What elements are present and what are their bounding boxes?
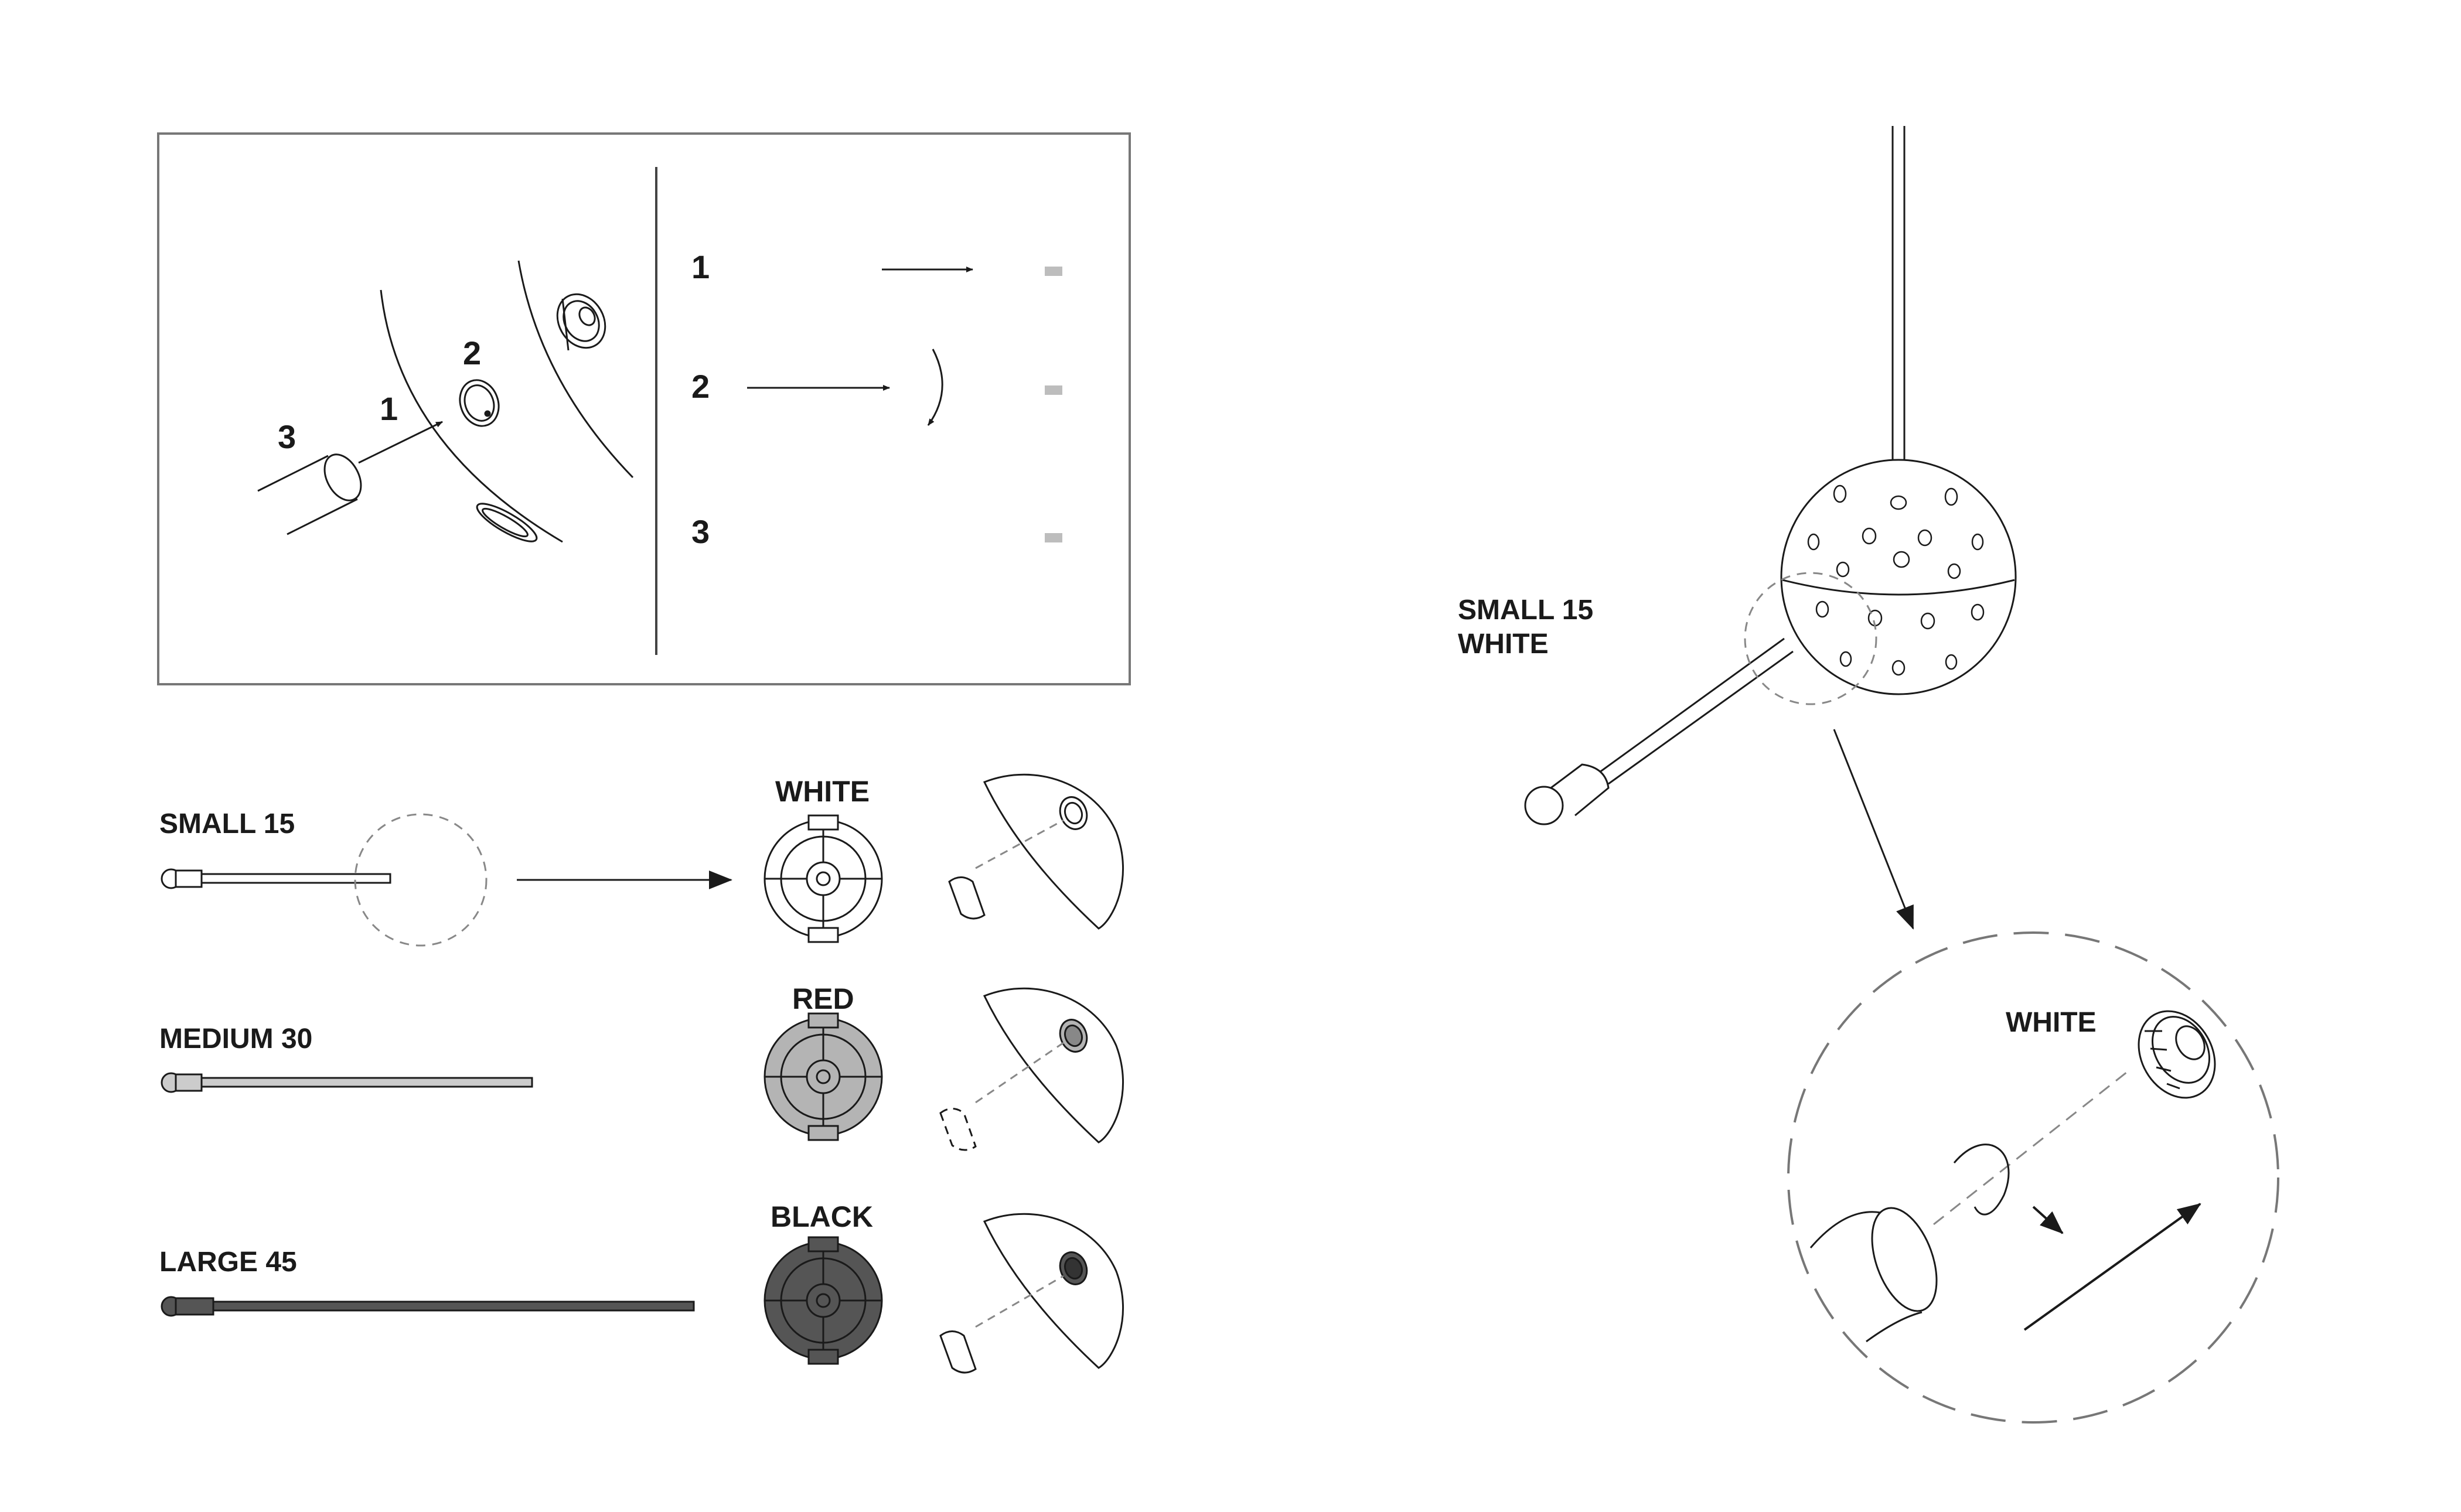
assembly-rod-size-label: SMALL 15: [1458, 595, 1594, 626]
inset-steps: [747, 267, 1062, 542]
socket-top: [556, 293, 606, 351]
inserted-rod-bottom: [1608, 650, 1794, 785]
insertion-detail-circle: [1744, 572, 1877, 705]
half-sphere-white: [948, 773, 1124, 930]
pendant-assembly: [1524, 126, 2017, 825]
step2-rotate-arrow: [927, 349, 943, 426]
rod-tip-ball: [1524, 786, 1564, 825]
rod-small-label: SMALL 15: [159, 808, 295, 839]
zoom-cap: [2138, 1010, 2216, 1099]
assembly-rod-color-label: WHITE: [1458, 629, 1549, 660]
zoom-rotate-arc: [1953, 1144, 2010, 1216]
inset-sphere-illustration: [257, 260, 634, 543]
cap-black-front: [763, 1236, 883, 1365]
zoom-detail-circle: [1787, 931, 2279, 1424]
step3-placeholder: [1045, 533, 1062, 542]
zoom-rod-end: [1871, 1207, 1938, 1312]
sphere-holes: [1807, 484, 1985, 676]
rod-large-45: [161, 1296, 695, 1317]
rod-medium-label: MEDIUM 30: [159, 1023, 313, 1054]
sphere-seam: [1782, 579, 2015, 596]
half-sphere-red: [939, 987, 1124, 1151]
step2-placeholder: [1045, 385, 1062, 395]
inset-callout-1: 1: [380, 390, 398, 427]
cap-white-front: [763, 814, 883, 943]
rod-medium-30: [161, 1072, 533, 1093]
step1-placeholder: [1045, 267, 1062, 276]
small-rod-detail-circle: [354, 813, 488, 947]
inset-callout-2: 2: [463, 335, 482, 371]
zoom-rod-top-edge: [1809, 1211, 1881, 1248]
hole-bottom: [476, 503, 538, 542]
cap-black-label: BLACK: [771, 1200, 873, 1233]
zoom-detail-color-label: WHITE: [2006, 1007, 2097, 1038]
zoom-rod-bottom-edge: [1866, 1311, 1923, 1343]
cap-red-front: [763, 1012, 883, 1141]
inset-step-3-number: 3: [691, 513, 710, 550]
inset-callout-3: 3: [278, 418, 296, 455]
instruction-inset: [157, 132, 1131, 685]
cap-red-label: RED: [792, 982, 854, 1015]
cap-piece: [459, 379, 500, 427]
rod-large-label: LARGE 45: [159, 1247, 297, 1278]
cap-white-label: WHITE: [775, 775, 870, 808]
inserted-rod-top: [1599, 637, 1785, 773]
inset-step-1-number: 1: [691, 248, 710, 285]
sphere-outer-arc: [517, 260, 634, 479]
inset-insert-arrow: [358, 421, 443, 464]
main-sphere: [1780, 459, 2017, 695]
zoom-rotate-arrow: [2032, 1206, 2064, 1234]
sphere-inner-arc: [380, 289, 563, 543]
zoom-insert-arrow: [2023, 1203, 2201, 1331]
rod-small-15: [161, 868, 391, 889]
zoom-arrow: [1833, 729, 1914, 930]
inset-step-2-number: 2: [691, 368, 710, 405]
half-sphere-black: [939, 1213, 1124, 1374]
zoom-detail-contents: [1809, 1010, 2216, 1343]
inset-frame: [157, 132, 1131, 685]
zoom-dashed-axis: [1933, 1071, 2128, 1226]
rod-end: [257, 453, 362, 535]
